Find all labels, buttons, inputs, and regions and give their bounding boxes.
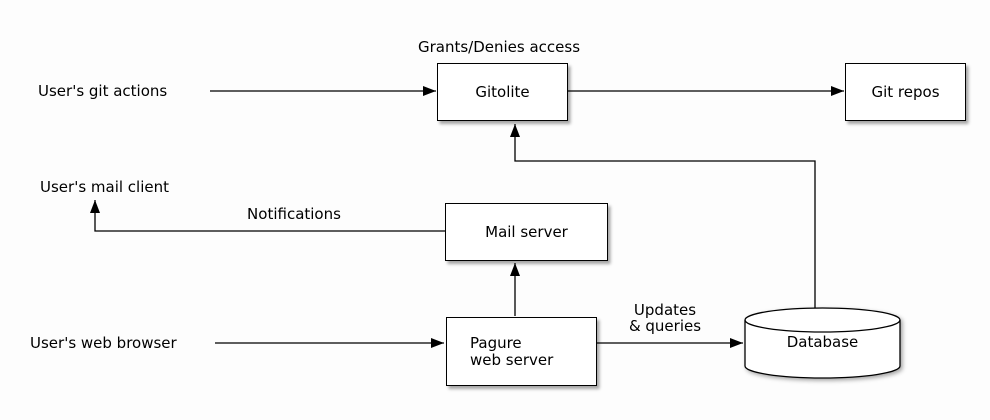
node-pagure-web-server: Pagure web server [446, 317, 597, 386]
node-gitolite: Gitolite [437, 63, 568, 121]
node-database-label: Database [786, 333, 859, 351]
label-users-mail-client: User's mail client [40, 178, 170, 196]
label-updates-line2: & queries [628, 317, 702, 335]
label-users-web-browser: User's web browser [30, 334, 177, 352]
node-git-repos: Git repos [845, 63, 966, 121]
node-mail-server: Mail server [445, 203, 608, 261]
label-updates-and-queries: Updates & queries [608, 302, 722, 334]
arrow-mail-server-to-mail-client [90, 200, 445, 232]
node-git-repos-label: Git repos [871, 82, 940, 101]
database-cylinder-icon [744, 307, 901, 379]
node-pagure-label-line1: Pagure [470, 333, 522, 352]
node-mail-server-label: Mail server [485, 222, 568, 241]
node-pagure-label-line2: web server [470, 350, 554, 369]
arrow-database-to-gitolite [510, 124, 816, 309]
node-gitolite-label: Gitolite [475, 82, 530, 101]
label-users-git-actions: User's git actions [38, 82, 168, 100]
label-updates-line1: Updates [633, 301, 697, 319]
label-notifications: Notifications [247, 205, 341, 223]
label-grants-denies-access: Grants/Denies access [417, 38, 581, 56]
